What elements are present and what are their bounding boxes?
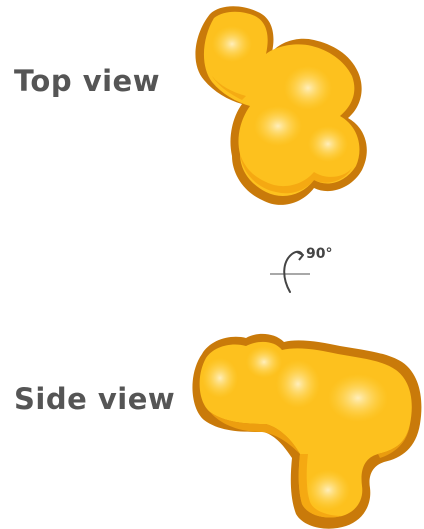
top-view-label: Top view xyxy=(14,64,161,98)
side-view-blob xyxy=(192,333,422,529)
side-view-label: Side view xyxy=(14,382,176,416)
rotation-arrow-icon xyxy=(270,250,310,293)
top-view-blob xyxy=(195,6,367,205)
rotation-indicator: 90° xyxy=(266,240,346,300)
rotation-angle-label: 90° xyxy=(306,246,333,262)
